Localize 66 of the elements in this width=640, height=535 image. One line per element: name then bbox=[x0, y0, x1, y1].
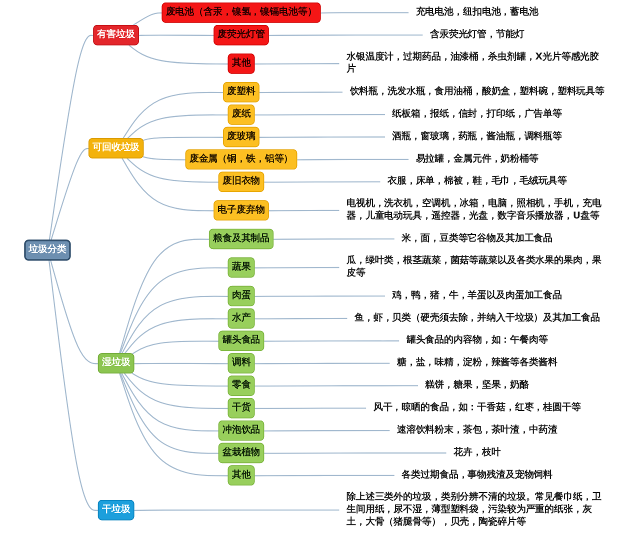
node-text: 饮料瓶，洗发水瓶，食用油桶，酸奶盒，塑料碗，塑料玩具等 bbox=[350, 86, 604, 97]
node-text: 纸板箱，报纸，信封，打印纸，广告单等 bbox=[392, 108, 562, 120]
connector bbox=[132, 12, 163, 26]
connector bbox=[50, 148, 90, 241]
connector bbox=[122, 92, 224, 140]
node-text: 鸡，鸭，猪，牛，羊蛋以及肉蛋加工食品 bbox=[392, 290, 562, 301]
node-text: 米，面，豆类等它谷物及其加工食品 bbox=[402, 232, 553, 244]
node-text: 酒瓶，窗玻璃，药瓶，酱油瓶，调料瓶等 bbox=[392, 130, 562, 142]
connector bbox=[254, 114, 385, 116]
connector bbox=[128, 44, 229, 65]
node-text: 鱼，虾，贝类（硬壳须去除，并纳入干垃圾）及其加工食品 bbox=[354, 312, 600, 324]
connector bbox=[254, 63, 340, 65]
connector bbox=[120, 373, 220, 454]
connector bbox=[48, 260, 99, 512]
connector bbox=[132, 340, 220, 355]
connector bbox=[134, 362, 229, 364]
connector bbox=[297, 158, 409, 160]
connector bbox=[132, 372, 229, 387]
connector bbox=[254, 318, 348, 320]
connector bbox=[126, 158, 220, 183]
connector bbox=[126, 114, 229, 140]
node-text: 各类过期食品，事物残渣及宠物饲料 bbox=[402, 469, 553, 480]
connector bbox=[50, 260, 99, 364]
connector bbox=[274, 238, 394, 240]
connector bbox=[142, 156, 186, 160]
node-text: 充电电池，纽扣电池，蓄电池 bbox=[416, 6, 538, 18]
connector bbox=[254, 266, 340, 268]
connector bbox=[259, 92, 342, 94]
connector bbox=[264, 452, 446, 454]
node-text: 含汞荧光灯管，节能灯 bbox=[430, 28, 524, 40]
connector bbox=[118, 238, 210, 354]
connector bbox=[254, 474, 394, 476]
node-text: 电视机，洗衣机，空调机，冰箱，电脑，照相机，手机，充电器，儿童电动玩具，遥控器，光盘，数字音乐播放器，U盘等 bbox=[346, 198, 602, 222]
connector bbox=[124, 373, 229, 410]
connector bbox=[120, 267, 229, 354]
node-text: 花卉，枝叶 bbox=[454, 446, 501, 458]
node-text: 速溶饮料粉末，茶包，茶叶渣，中药渣 bbox=[396, 424, 558, 436]
node-text: 易拉罐，金属元件，奶粉桶等 bbox=[416, 153, 538, 164]
connector bbox=[122, 158, 214, 212]
connector bbox=[254, 385, 418, 387]
connector bbox=[121, 373, 220, 432]
connector bbox=[264, 181, 380, 183]
node-text: 罐头食品的内容物，如：午餐肉等 bbox=[406, 334, 548, 346]
node-text: 风干，晾晒的食品，如：干香菇，红枣，桂圆干等 bbox=[373, 402, 581, 413]
connector bbox=[268, 210, 340, 212]
connector bbox=[134, 510, 340, 512]
connector bbox=[48, 34, 94, 241]
connector bbox=[142, 136, 224, 141]
connector bbox=[264, 430, 390, 432]
connector bbox=[259, 136, 385, 138]
connector bbox=[119, 373, 229, 476]
connector bbox=[138, 34, 214, 36]
connector bbox=[254, 295, 385, 297]
connector bbox=[268, 34, 423, 36]
node-text: 除上述三类外的垃圾，类别分辨不清的垃圾。常见餐巾纸，卫生间用纸，尿不湿，薄型塑料袋，污染较为严重的纸张，灰土，大骨（猪腿骨等），贝壳，陶瓷碎片等 bbox=[346, 492, 602, 528]
connector bbox=[124, 318, 229, 354]
node-text: 糕饼，糖果，坚果，奶酪 bbox=[425, 380, 530, 390]
connector bbox=[264, 340, 400, 342]
connector bbox=[254, 362, 390, 364]
node-text: 衣服，床单，棉被，鞋，毛巾，毛绒玩具等 bbox=[387, 176, 567, 187]
connector bbox=[121, 296, 229, 354]
node-text: 糖，盐，味精，淀粉，辣酱等各类酱料 bbox=[396, 357, 558, 368]
node-text: 瓜，绿叶类，根茎蔬菜，菌菇等蔬菜以及各类水果的果肉，果皮等 bbox=[346, 255, 602, 278]
connector bbox=[320, 12, 409, 14]
connector bbox=[254, 408, 366, 410]
node-text: 水银温度计，过期药品，油漆桶，杀虫剂罐，X光片等感光胶片 bbox=[346, 51, 600, 75]
